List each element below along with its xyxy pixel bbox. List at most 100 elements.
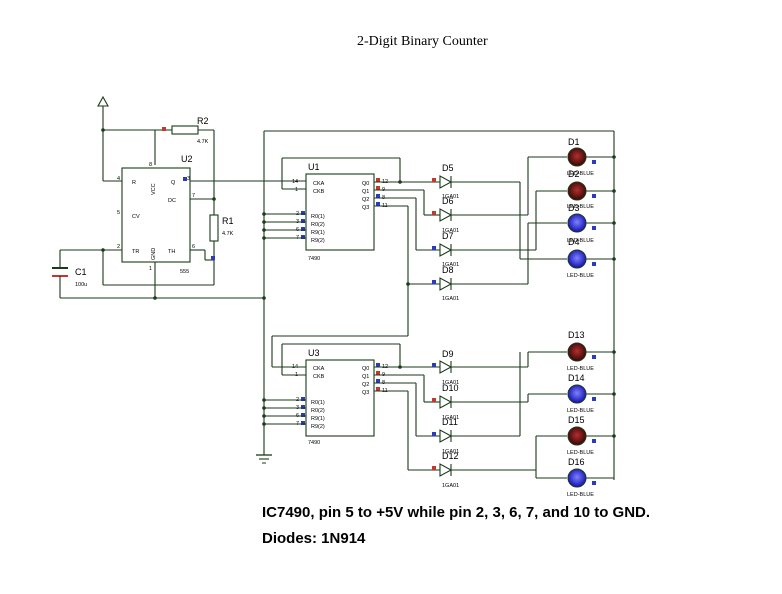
d4-ref: D4 (568, 237, 580, 247)
d11-ref: D11 (442, 417, 458, 427)
u3-in-ckb: CKB (313, 374, 325, 380)
u2-pnum-r: 4 (117, 176, 120, 182)
d13-part: LED-BLUE (567, 366, 594, 372)
u1-out-q1: Q1 (362, 189, 369, 195)
c1-ref: C1 (75, 267, 87, 277)
c1-value: 100u (75, 282, 87, 288)
d13-ref: D13 (568, 330, 585, 340)
u2-pin-cv: CV (132, 214, 140, 220)
u1-reset-3: R9(1) (311, 230, 325, 236)
u2-pin-th: TH (168, 249, 175, 255)
u3-out-q0: Q0 (362, 366, 369, 372)
u3-in-cka: CKA (313, 366, 325, 372)
u1-out-q2: Q2 (362, 197, 369, 203)
d5-ref: D5 (442, 163, 454, 173)
d4-part: LED-BLUE (567, 273, 594, 279)
diode-d7: D7 1GA01 (439, 231, 459, 268)
d6-ref: D6 (442, 196, 454, 206)
diode-d11: D11 1GA01 (439, 417, 459, 455)
d12-ref: D12 (442, 451, 459, 461)
diode-d9: D9 1GA01 (439, 349, 459, 386)
diode-d5: D5 1GA01 (439, 163, 459, 200)
led-d16: D16 LED-BLUE (567, 457, 594, 498)
u3-reset-2: R0(2) (311, 408, 325, 414)
u2-pnum-tr: 2 (117, 244, 120, 250)
r2-ref: R2 (197, 116, 209, 126)
resistor-r1: R1 4.7K (209, 214, 234, 242)
d14-part: LED-BLUE (567, 408, 594, 414)
d3-ref: D3 (568, 203, 580, 213)
u3-part: 7490 (308, 440, 320, 446)
u1-ref: U1 (308, 162, 320, 172)
u1-part: 7490 (308, 256, 320, 262)
u3-reset-4: R9(2) (311, 424, 325, 430)
d14-ref: D14 (568, 373, 585, 383)
d10-ref: D10 (442, 383, 459, 393)
d8-ref: D8 (442, 265, 454, 275)
d1-ref: D1 (568, 137, 580, 147)
u2-pnum-vcc: 8 (149, 162, 152, 168)
d2-ref: D2 (568, 169, 580, 179)
d3-part: LED-BLUE (567, 238, 594, 244)
d11-part: 1GA01 (442, 449, 459, 455)
wiring-note-diodes: Diodes: 1N914 (262, 530, 366, 547)
u3-out-q2: Q2 (362, 382, 369, 388)
diagram-title: 2-Digit Binary Counter (357, 34, 488, 49)
u3-out-q3: Q3 (362, 390, 369, 396)
d9-ref: D9 (442, 349, 454, 359)
d5-part: 1GA01 (442, 194, 459, 200)
u2-pin-dc: DC (168, 198, 176, 204)
u1-reset-1: R0(1) (311, 214, 325, 220)
u2-pin-vcc: VCC (151, 183, 157, 195)
d7-part: 1GA01 (442, 262, 459, 268)
u2-pnum-q: 3 (187, 176, 190, 182)
u2-part: 555 (180, 269, 189, 275)
d8-part: 1GA01 (442, 296, 459, 302)
u2-pnum-cv: 5 (117, 210, 120, 216)
diode-d12: D12 1GA01 (439, 451, 459, 489)
counter-7490-u1: U1 7490 CKA CKB R0(1) R0(2) R9(1) R9(2) … (292, 162, 388, 262)
u2-pin-tr: TR (132, 249, 139, 255)
led-d1: D1 LED-BLUE (567, 137, 594, 177)
d16-part: LED-BLUE (567, 492, 594, 498)
d1-part: LED-BLUE (567, 171, 594, 177)
u1-pnum-14: 14 (292, 179, 298, 185)
u2-pnum-gnd: 1 (149, 266, 152, 272)
u3-reset-1: R0(1) (311, 400, 325, 406)
d15-ref: D15 (568, 415, 585, 425)
u2-pnum-th: 6 (192, 244, 195, 250)
timer-555-u2: U2 555 R VCC Q DC CV TR GND TH 4 8 3 7 5… (117, 154, 195, 275)
r2-value: 4.7K (197, 139, 209, 145)
counter-7490-u3: U3 7490 CKA CKB R0(1) R0(2) R9(1) R9(2) … (292, 348, 388, 446)
d6-part: 1GA01 (442, 228, 459, 234)
led-d13: D13 LED-BLUE (567, 330, 594, 372)
u1-out-q3: Q3 (362, 205, 369, 211)
u3-out-q1: Q1 (362, 374, 369, 380)
capacitor-c1: C1 100u (52, 267, 87, 288)
u1-pnum-1: 1 (295, 187, 298, 193)
u1-in-cka: CKA (313, 181, 325, 187)
power-supply-terminal (97, 95, 109, 130)
u2-pin-q: Q (171, 180, 176, 186)
wiring-note-7490: IC7490, pin 5 to +5V while pin 2, 3, 6, … (262, 504, 651, 521)
r1-value: 4.7K (222, 231, 234, 237)
u1-reset-2: R0(2) (311, 222, 325, 228)
d10-part: 1GA01 (442, 415, 459, 421)
resistor-r2: R2 4.7K (171, 116, 209, 145)
d9-part: 1GA01 (442, 380, 459, 386)
u1-reset-4: R9(2) (311, 238, 325, 244)
d7-ref: D7 (442, 231, 454, 241)
u3-reset-3: R9(1) (311, 416, 325, 422)
d16-ref: D16 (568, 457, 585, 467)
u1-out-q0: Q0 (362, 181, 369, 187)
d2-part: LED-BLUE (567, 204, 594, 210)
ground-symbol (256, 454, 272, 464)
u2-pnum-dc: 7 (192, 193, 195, 199)
u3-ref: U3 (308, 348, 320, 358)
d15-part: LED-BLUE (567, 450, 594, 456)
led-d14: D14 LED-BLUE (567, 373, 594, 414)
r1-ref: R1 (222, 216, 234, 226)
u2-ref: U2 (181, 154, 193, 164)
u2-pin-gnd: GND (151, 248, 157, 260)
